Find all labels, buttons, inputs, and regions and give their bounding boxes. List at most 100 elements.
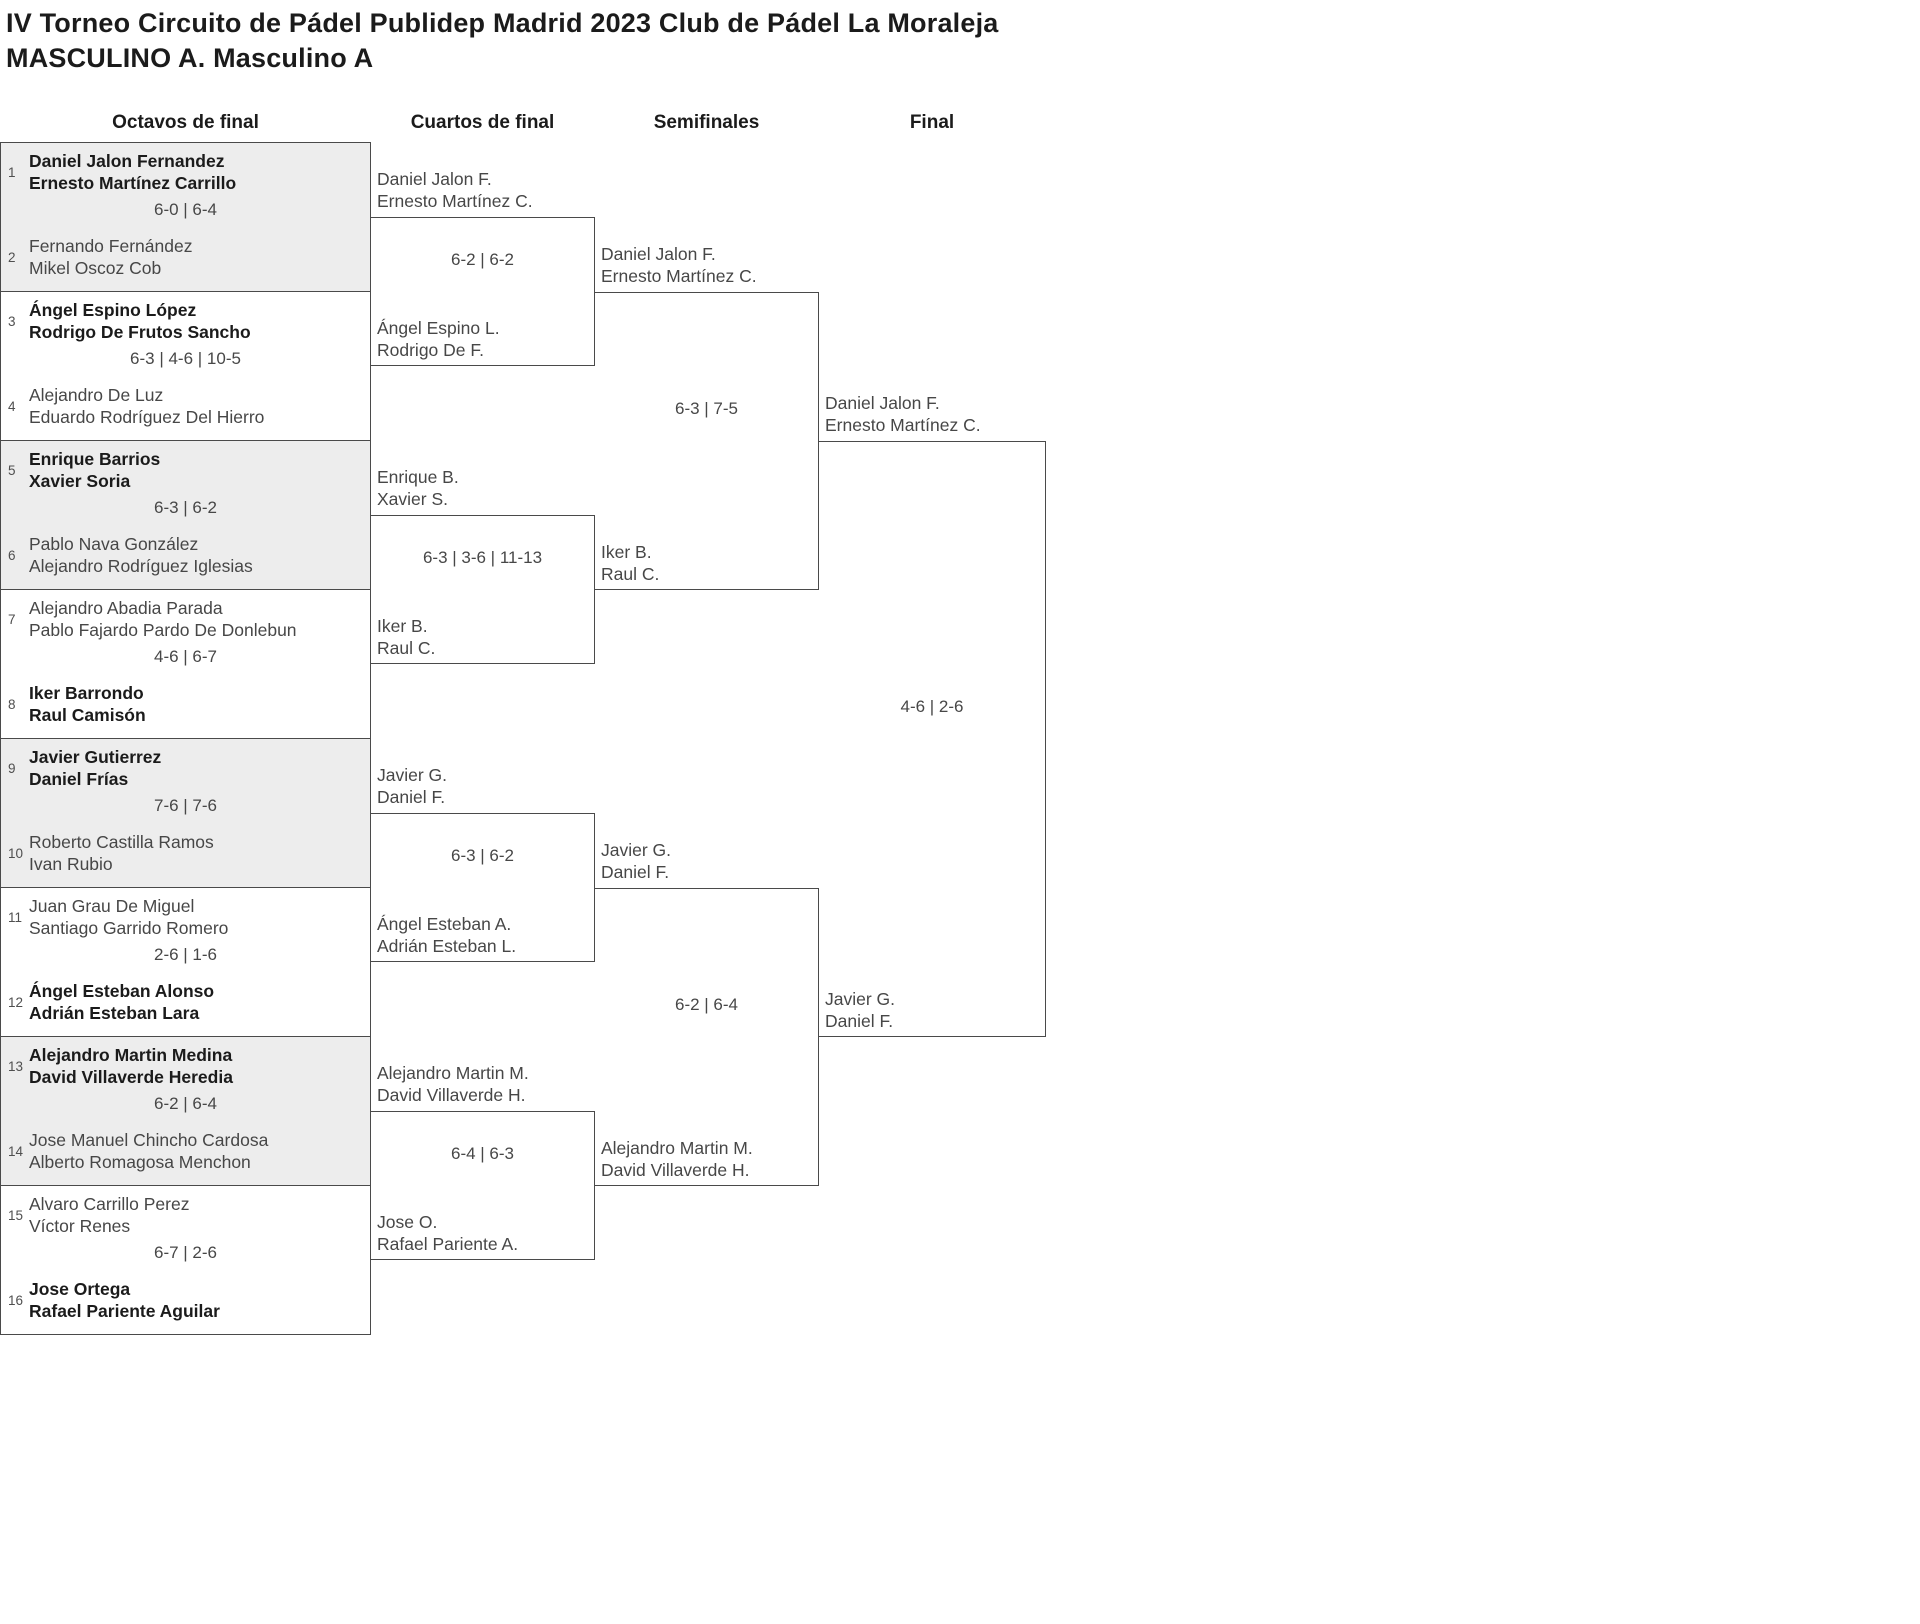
seed-number: 14 — [8, 1143, 24, 1159]
team-names: Pablo Nava González Alejandro Rodríguez … — [29, 533, 253, 577]
player-name: Raul Camisón — [29, 705, 146, 725]
seed-number: 10 — [8, 845, 24, 861]
team-entry: 7 Alejandro Abadia Parada Pablo Fajardo … — [8, 597, 364, 641]
player-name: Jose O. — [377, 1212, 438, 1232]
player-name: Ernesto Martínez C. — [601, 266, 757, 286]
player-name: Daniel F. — [377, 787, 446, 807]
seed-number: 13 — [8, 1058, 24, 1074]
round-header-octavos: Octavos de final — [112, 112, 259, 133]
player-name: Alejandro De Luz — [29, 385, 164, 405]
match-score: 2-6 | 1-6 — [153, 945, 217, 964]
player-name: Rodrigo De Frutos Sancho — [29, 322, 251, 342]
match-cell-octavos-7: 13 Alejandro Martin Medina David Villave… — [0, 1036, 371, 1186]
player-name: Eduardo Rodríguez Del Hierro — [29, 407, 265, 427]
match-score: 6-3 | 7-5 — [674, 399, 738, 418]
seed-number: 4 — [8, 398, 16, 414]
team-names: Jose Ortega Rafael Pariente Aguilar — [29, 1278, 220, 1322]
player-name: Daniel Jalon Fernandez — [29, 151, 225, 171]
match-score: 6-7 | 2-6 — [153, 1243, 217, 1262]
round-header-final: Final — [909, 112, 955, 133]
seed-number: 9 — [8, 760, 16, 776]
player-name: Ángel Espino López — [29, 300, 197, 320]
match-cell-octavos-6: 11 Juan Grau De Miguel Santiago Garrido … — [0, 887, 371, 1037]
match-score: 4-6 | 2-6 — [900, 697, 964, 716]
match-score: 6-2 | 6-4 — [153, 1094, 217, 1113]
seed-number: 8 — [8, 696, 16, 712]
advancing-team-label: Iker B. Raul C. — [601, 541, 659, 585]
seed-number: 16 — [8, 1292, 24, 1308]
page-title: IV Torneo Circuito de Pádel Publidep Mad… — [6, 6, 999, 76]
advancing-team-label: Daniel Jalon F. Ernesto Martínez C. — [825, 392, 981, 436]
player-name: Enrique B. — [377, 467, 459, 487]
player-name: Javier Gutierrez — [29, 747, 162, 767]
team-names: Enrique Barrios Xavier Soria — [29, 448, 160, 492]
team-names: Iker Barrondo Raul Camisón — [29, 682, 146, 726]
team-entry: 15 Alvaro Carrillo Perez Víctor Renes — [8, 1193, 364, 1237]
team-entry: 4 Alejandro De Luz Eduardo Rodríguez Del… — [8, 384, 364, 428]
match-cell-semifinal-2 — [594, 888, 819, 1186]
advancing-team-label: Ángel Esteban A. Adrián Esteban L. — [377, 913, 516, 957]
player-name: Ernesto Martínez C. — [825, 415, 981, 435]
match-cell-octavos-3: 5 Enrique Barrios Xavier Soria 6-3 | 6-2… — [0, 440, 371, 590]
player-name: Ivan Rubio — [29, 854, 113, 874]
advancing-team-label: Iker B. Raul C. — [377, 615, 435, 659]
player-name: Alberto Romagosa Menchon — [29, 1152, 251, 1172]
match-cell-octavos-8: 15 Alvaro Carrillo Perez Víctor Renes 6-… — [0, 1185, 371, 1335]
player-name: Víctor Renes — [29, 1216, 131, 1236]
team-entry: 16 Jose Ortega Rafael Pariente Aguilar — [8, 1278, 364, 1322]
match-cell-octavos-5: 9 Javier Gutierrez Daniel Frías 7-6 | 7-… — [0, 738, 371, 888]
match-cell-octavos-2: 3 Ángel Espino López Rodrigo De Frutos S… — [0, 291, 371, 441]
player-name: Ángel Esteban Alonso — [29, 981, 215, 1001]
player-name: Daniel Jalon F. — [825, 393, 940, 413]
team-entry: 2 Fernando Fernández Mikel Oscoz Cob — [8, 235, 364, 279]
player-name: Santiago Garrido Romero — [29, 918, 229, 938]
player-name: Xavier S. — [377, 489, 448, 509]
advancing-team-label: Javier G. Daniel F. — [825, 988, 895, 1032]
seed-number: 11 — [8, 909, 23, 925]
player-name: Daniel Jalon F. — [601, 244, 716, 264]
player-name: Daniel F. — [601, 862, 670, 882]
player-name: Alejandro Martin M. — [377, 1063, 529, 1083]
seed-number: 7 — [8, 611, 16, 627]
team-names: Ángel Espino López Rodrigo De Frutos San… — [29, 299, 251, 343]
seed-number: 15 — [8, 1207, 24, 1223]
player-name: Raul C. — [377, 638, 436, 658]
match-score: 6-4 | 6-3 — [450, 1144, 514, 1163]
match-score: 4-6 | 6-7 — [153, 647, 217, 666]
team-names: Alvaro Carrillo Perez Víctor Renes — [29, 1193, 189, 1237]
team-names: Javier Gutierrez Daniel Frías — [29, 746, 161, 790]
round-header-semifinales: Semifinales — [653, 112, 760, 133]
match-score: 6-3 | 4-6 | 10-5 — [130, 349, 241, 368]
player-name: Iker B. — [377, 616, 428, 636]
match-cell-final — [818, 441, 1046, 1037]
match-score: 7-6 | 7-6 — [153, 796, 217, 815]
player-name: Xavier Soria — [29, 471, 131, 491]
seed-number: 6 — [8, 547, 16, 563]
team-names: Ángel Esteban Alonso Adrián Esteban Lara — [29, 980, 214, 1024]
match-score: 6-3 | 6-2 — [450, 846, 514, 865]
player-name: Jose Manuel Chincho Cardosa — [29, 1130, 269, 1150]
team-entry: 5 Enrique Barrios Xavier Soria — [8, 448, 364, 492]
player-name: Adrián Esteban L. — [377, 936, 517, 956]
team-entry: 11 Juan Grau De Miguel Santiago Garrido … — [8, 895, 364, 939]
player-name: Juan Grau De Miguel — [29, 896, 195, 916]
match-cell-cuartos-3 — [370, 813, 595, 962]
seed-number: 1 — [8, 164, 16, 180]
team-entry: 8 Iker Barrondo Raul Camisón — [8, 682, 364, 726]
team-names: Juan Grau De Miguel Santiago Garrido Rom… — [29, 895, 228, 939]
player-name: Roberto Castilla Ramos — [29, 832, 214, 852]
seed-number: 2 — [8, 249, 16, 265]
seed-number: 5 — [8, 462, 16, 478]
player-name: Rafael Pariente Aguilar — [29, 1301, 220, 1321]
player-name: Raul C. — [601, 564, 660, 584]
player-name: David Villaverde H. — [377, 1085, 526, 1105]
player-name: Mikel Oscoz Cob — [29, 258, 162, 278]
player-name: Ángel Esteban A. — [377, 914, 512, 934]
advancing-team-label: Enrique B. Xavier S. — [377, 466, 459, 510]
match-cell-cuartos-1 — [370, 217, 595, 366]
advancing-team-label: Daniel Jalon F. Ernesto Martínez C. — [377, 168, 533, 212]
player-name: Alejandro Martin M. — [601, 1138, 753, 1158]
player-name: Javier G. — [825, 989, 896, 1009]
player-name: David Villaverde Heredia — [29, 1067, 233, 1087]
player-name: Javier G. — [601, 840, 672, 860]
